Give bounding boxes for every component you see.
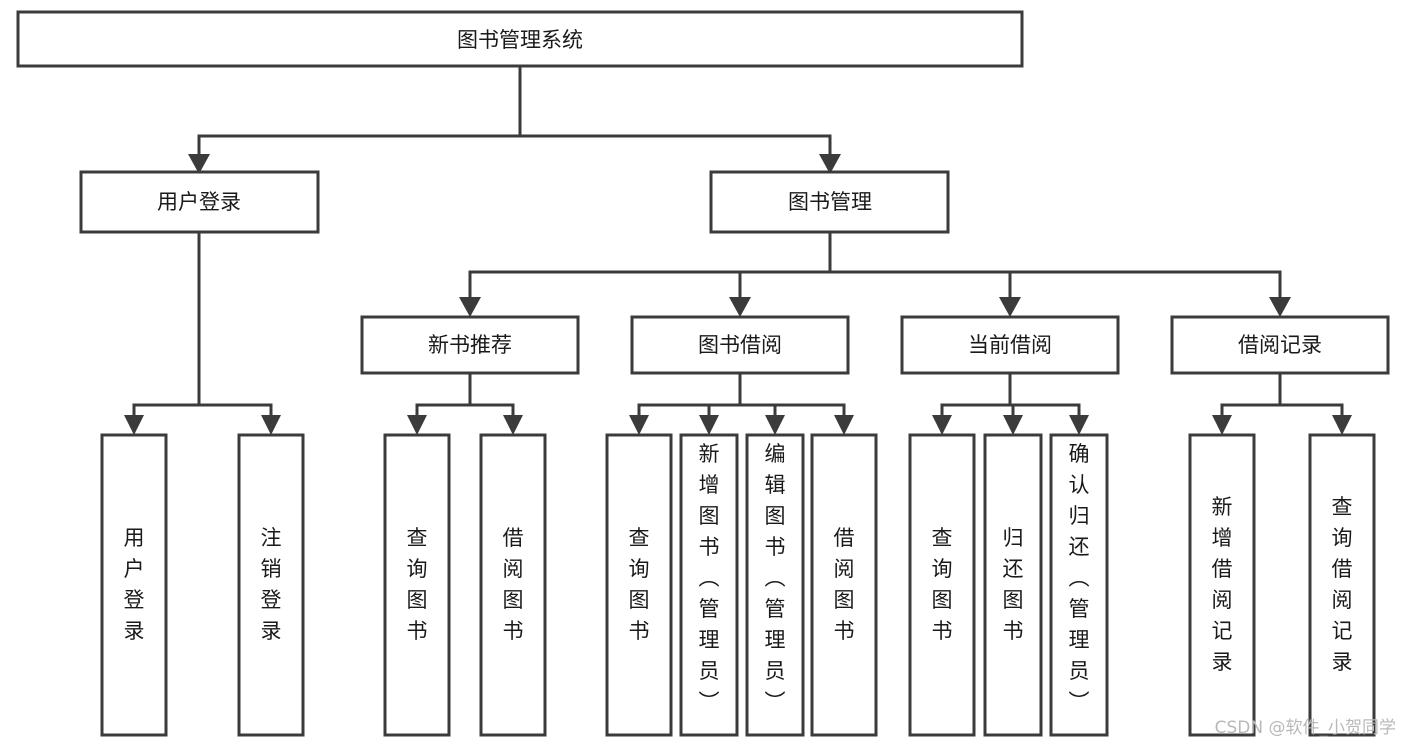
node-current-borrow-label: 当前借阅 bbox=[968, 333, 1052, 357]
node-root-label: 图书管理系统 bbox=[457, 28, 583, 52]
node-leaf-confirm-return-admin-label: 确认归还︵管理员︶ bbox=[1069, 442, 1090, 714]
node-root[interactable]: 图书管理系统 bbox=[16, 10, 1024, 68]
node-leaf-return-book-box[interactable] bbox=[983, 433, 1043, 737]
node-leaf-query-book-1-label: 查询图书 bbox=[407, 526, 428, 643]
arrow-to-current-borrow bbox=[999, 297, 1021, 317]
arrow-to-leaf-user-login bbox=[124, 415, 144, 435]
arrow-to-leaf-borrow-book-2 bbox=[834, 415, 854, 435]
arrow-to-leaf-return-book bbox=[1003, 415, 1023, 435]
arrow-to-leaf-query-book-1 bbox=[407, 415, 427, 435]
node-current-borrow[interactable]: 当前借阅 bbox=[900, 315, 1120, 375]
node-user-login[interactable]: 用户登录 bbox=[79, 170, 320, 234]
node-leaf-borrow-book-2-box[interactable] bbox=[810, 433, 878, 737]
node-leaf-borrow-book-1[interactable]: 借阅图书 bbox=[479, 433, 547, 737]
node-leaf-query-book-2[interactable]: 查询图书 bbox=[605, 433, 673, 737]
node-book-manage-box[interactable] bbox=[709, 170, 950, 234]
arrow-to-leaf-add-borrow-record bbox=[1212, 415, 1232, 435]
node-leaf-add-book-admin-label: 新增图书︵管理员︶ bbox=[699, 442, 720, 714]
node-leaf-query-borrow-record[interactable]: 查询借阅记录 bbox=[1308, 433, 1376, 737]
node-leaf-query-book-3[interactable]: 查询图书 bbox=[908, 433, 976, 737]
arrow-to-leaf-query-book-3 bbox=[932, 415, 952, 435]
arrow-to-new-book-recommend bbox=[459, 297, 481, 317]
arrow-to-leaf-query-borrow-record bbox=[1332, 415, 1352, 435]
node-leaf-add-book-admin-box[interactable] bbox=[679, 433, 739, 737]
node-user-login-box[interactable] bbox=[79, 170, 320, 234]
node-leaf-query-borrow-record-box[interactable] bbox=[1308, 433, 1376, 737]
node-leaf-query-book-1-box[interactable] bbox=[383, 433, 451, 737]
node-leaf-user-logout-box[interactable] bbox=[237, 433, 305, 737]
node-leaf-borrow-book-2-label: 借阅图书 bbox=[834, 526, 855, 643]
node-leaf-query-book-3-label: 查询图书 bbox=[932, 526, 953, 643]
node-borrow-record-box[interactable] bbox=[1170, 315, 1390, 375]
node-book-borrow-label: 图书借阅 bbox=[698, 333, 782, 357]
arrow-to-leaf-user-logout bbox=[261, 415, 281, 435]
node-leaf-user-login-label: 用户登录 bbox=[124, 526, 145, 643]
node-leaf-borrow-book-1-box[interactable] bbox=[479, 433, 547, 737]
node-borrow-record[interactable]: 借阅记录 bbox=[1170, 315, 1390, 375]
node-leaf-query-book-2-box[interactable] bbox=[605, 433, 673, 737]
arrow-to-user-login bbox=[188, 154, 210, 174]
arrow-to-leaf-confirm-return-admin bbox=[1069, 415, 1089, 435]
arrow-to-book-borrow bbox=[729, 297, 751, 317]
connector-layer bbox=[124, 64, 1352, 435]
node-leaf-query-book-2-label: 查询图书 bbox=[629, 526, 650, 643]
node-leaf-query-book-3-box[interactable] bbox=[908, 433, 976, 737]
node-leaf-return-book[interactable]: 归还图书 bbox=[983, 433, 1043, 737]
node-leaf-edit-book-admin-box[interactable] bbox=[745, 433, 805, 737]
node-new-book-recommend[interactable]: 新书推荐 bbox=[360, 315, 580, 375]
node-leaf-return-book-label: 归还图书 bbox=[1003, 526, 1024, 643]
node-leaf-user-login[interactable]: 用户登录 bbox=[100, 433, 168, 737]
node-leaf-user-login-box[interactable] bbox=[100, 433, 168, 737]
node-book-borrow[interactable]: 图书借阅 bbox=[630, 315, 850, 375]
node-leaf-confirm-return-admin-box[interactable] bbox=[1049, 433, 1109, 737]
node-current-borrow-box[interactable] bbox=[900, 315, 1120, 375]
arrow-to-leaf-edit-book-admin bbox=[765, 415, 785, 435]
csdn-watermark: CSDN @软件_小贺同学 bbox=[1215, 718, 1396, 738]
node-book-borrow-box[interactable] bbox=[630, 315, 850, 375]
node-leaf-add-book-admin[interactable]: 新增图书︵管理员︶ bbox=[679, 433, 739, 737]
node-leaf-add-borrow-record-label: 新增借阅记录 bbox=[1212, 495, 1233, 674]
arrow-to-leaf-add-book-admin bbox=[699, 415, 719, 435]
arrow-to-book-manage bbox=[819, 154, 841, 174]
arrow-to-leaf-query-book-2 bbox=[629, 415, 649, 435]
node-leaf-add-borrow-record[interactable]: 新增借阅记录 bbox=[1188, 433, 1256, 737]
node-new-book-recommend-label: 新书推荐 bbox=[428, 333, 512, 357]
node-leaf-add-borrow-record-box[interactable] bbox=[1188, 433, 1256, 737]
node-new-book-recommend-box[interactable] bbox=[360, 315, 580, 375]
node-user-login-label: 用户登录 bbox=[157, 190, 241, 214]
node-leaf-user-logout-label: 注销登录 bbox=[261, 526, 282, 643]
arrow-to-borrow-record bbox=[1269, 297, 1291, 317]
node-leaf-query-book-1[interactable]: 查询图书 bbox=[383, 433, 451, 737]
node-leaf-borrow-book-2[interactable]: 借阅图书 bbox=[810, 433, 878, 737]
node-book-manage[interactable]: 图书管理 bbox=[709, 170, 950, 234]
node-borrow-record-label: 借阅记录 bbox=[1238, 333, 1322, 357]
node-leaf-confirm-return-admin[interactable]: 确认归还︵管理员︶ bbox=[1049, 433, 1109, 737]
node-leaf-user-logout[interactable]: 注销登录 bbox=[237, 433, 305, 737]
node-leaf-edit-book-admin-label: 编辑图书︵管理员︶ bbox=[765, 442, 786, 714]
node-book-manage-label: 图书管理 bbox=[788, 190, 872, 214]
node-leaf-query-borrow-record-label: 查询借阅记录 bbox=[1332, 495, 1353, 674]
arrow-to-leaf-borrow-book-1 bbox=[503, 415, 523, 435]
node-leaf-edit-book-admin[interactable]: 编辑图书︵管理员︶ bbox=[745, 433, 805, 737]
node-leaf-borrow-book-1-label: 借阅图书 bbox=[503, 526, 524, 643]
node-root-box[interactable] bbox=[16, 10, 1024, 68]
leaf-node-layer: 用户登录 注销登录 查询图书 借阅图书 查询图书 新增图书︵管理员︶ 编辑图书︵管理员︶ 借阅… bbox=[100, 433, 1376, 737]
